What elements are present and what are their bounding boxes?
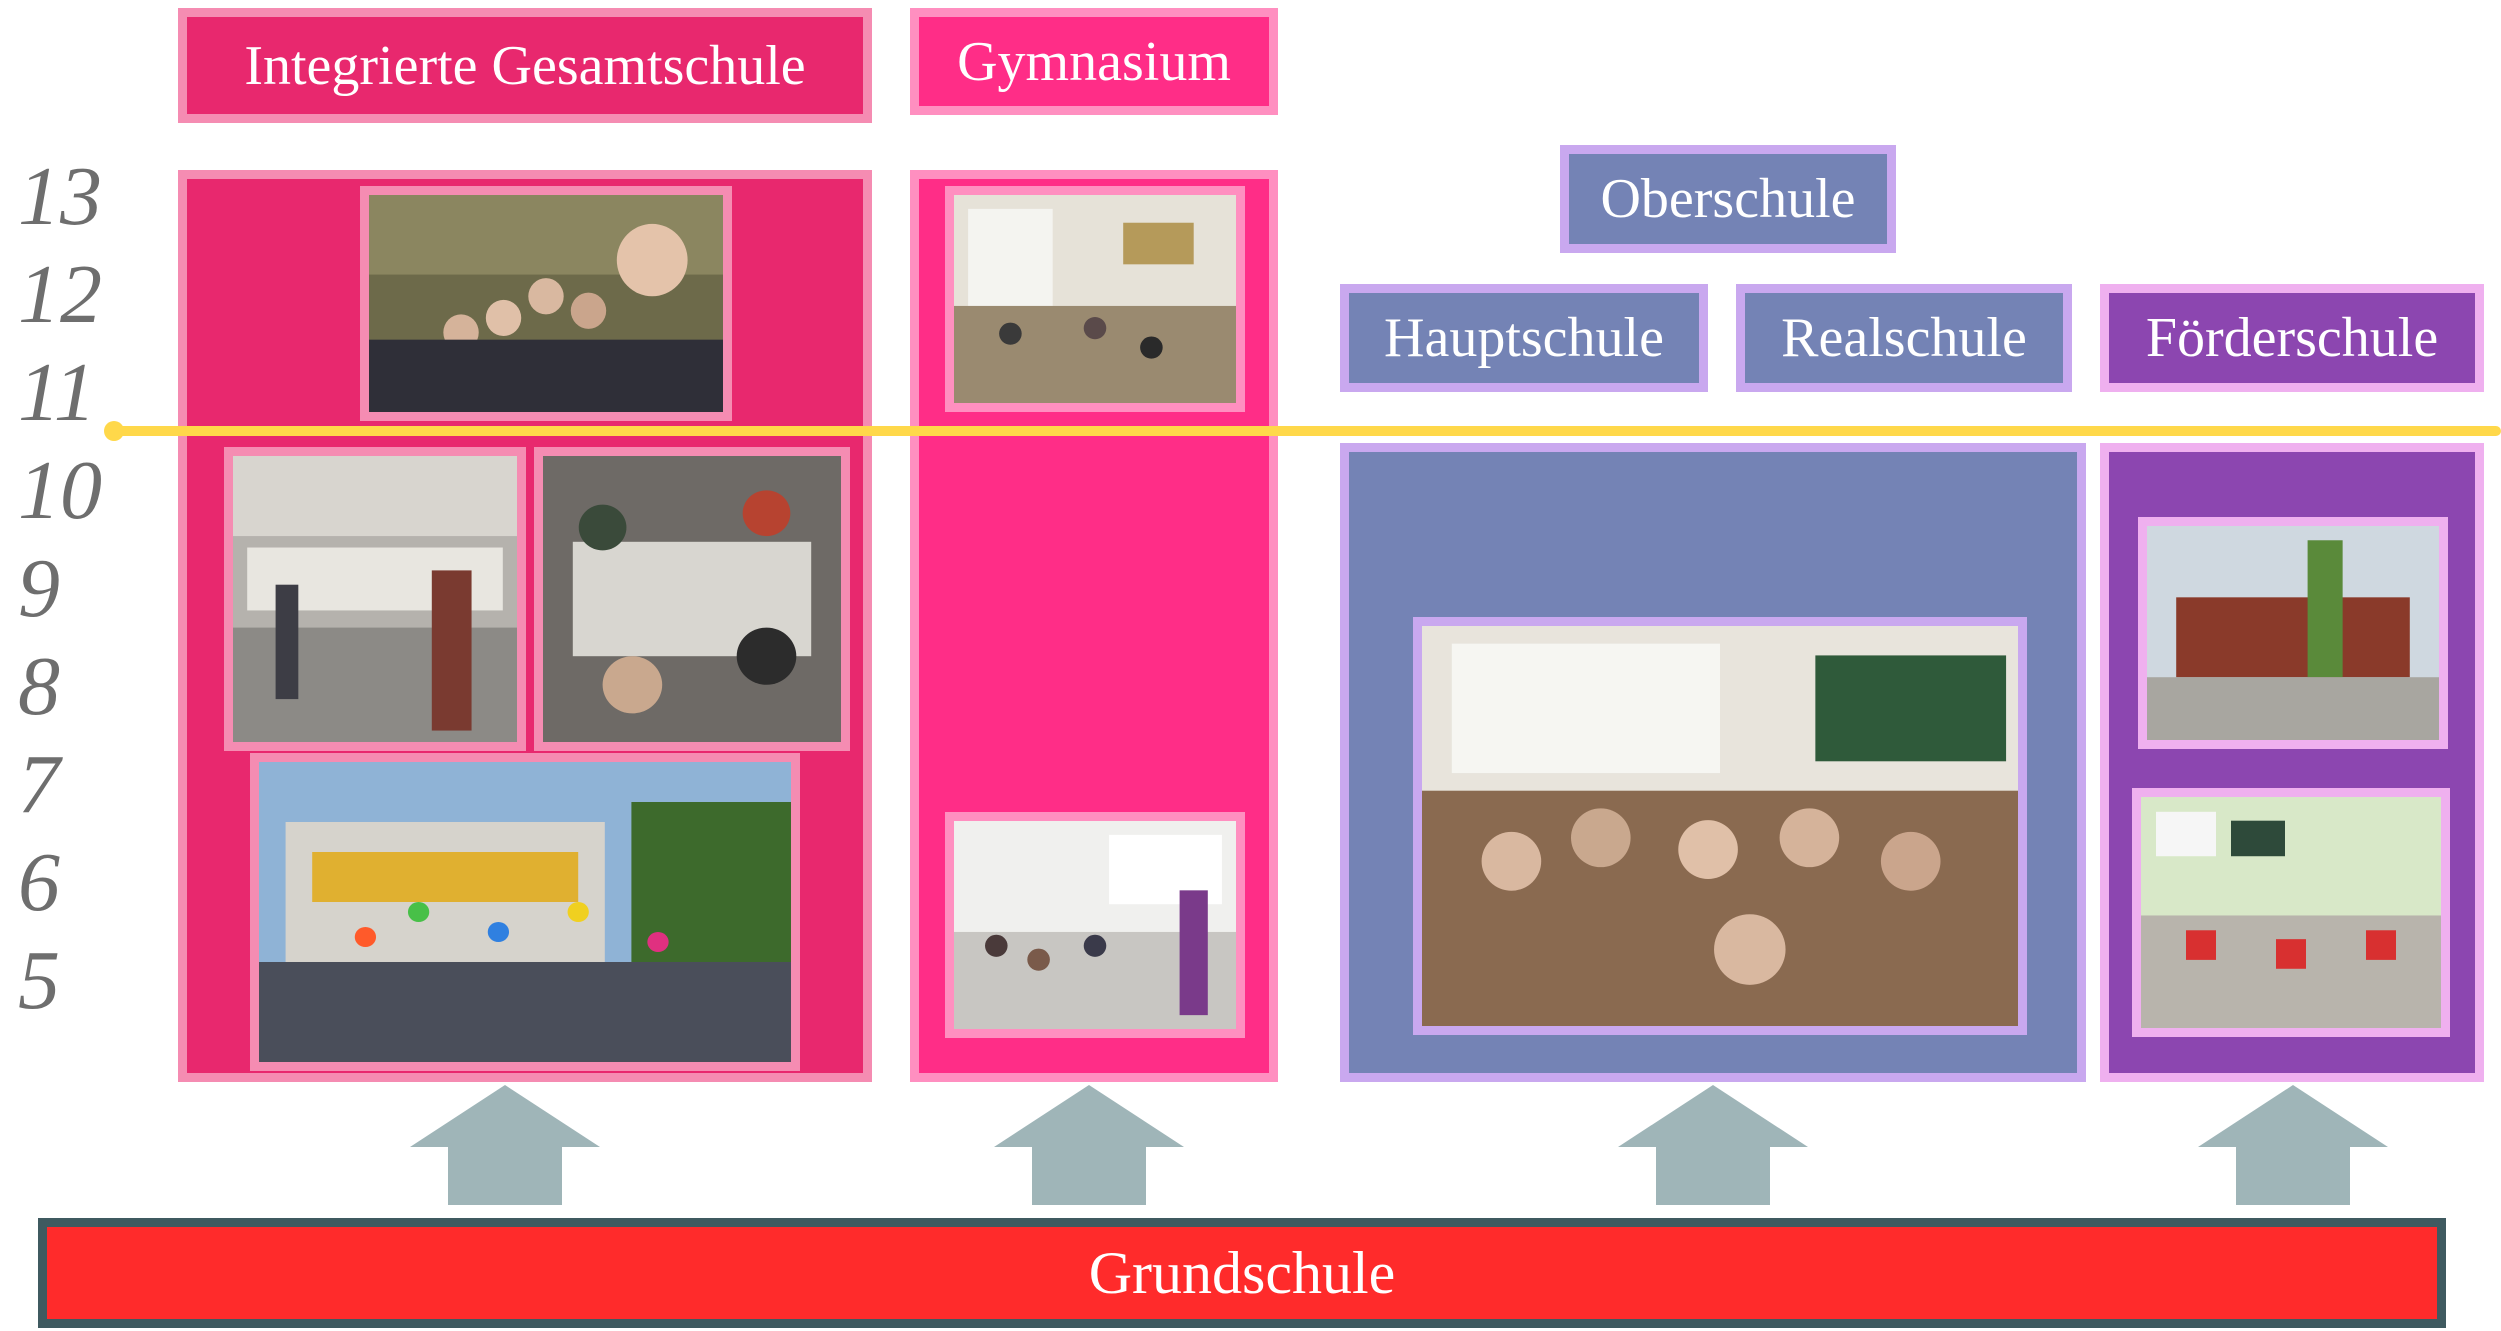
igs-title-text: Integrierte Gesamtschule <box>244 34 806 97</box>
gymnasium-title: Gymnasium <box>910 8 1278 115</box>
foerderschule-photo-building <box>2138 517 2448 749</box>
foerderschule-title: Förderschule <box>2100 284 2484 392</box>
oberschule-title-text: Oberschule <box>1600 168 1856 230</box>
gymnasium-title-text: Gymnasium <box>957 30 1231 93</box>
grade-7: 7 <box>18 738 60 831</box>
gymnasium-photo-classroom-top <box>945 186 1245 412</box>
realschule-title: Realschule <box>1736 284 2072 392</box>
igs-photo-group-selfie <box>360 186 732 421</box>
grade-13: 13 <box>18 150 102 243</box>
arrow-up-icon <box>994 1085 1184 1205</box>
foerderschule-title-text: Förderschule <box>2145 307 2439 369</box>
upper-secondary-divider-line <box>110 426 2501 436</box>
grade-8: 8 <box>18 640 60 733</box>
oberschule-photo-classroom <box>1413 617 2027 1035</box>
grade-5: 5 <box>18 934 60 1027</box>
grade-6: 6 <box>18 836 60 929</box>
arrow-up-icon <box>2198 1085 2388 1205</box>
grade-11: 11 <box>18 346 96 439</box>
igs-photo-hall <box>224 447 526 751</box>
foerderschule-photo-classroom <box>2132 788 2450 1037</box>
grade-10: 10 <box>18 444 102 537</box>
hauptschule-title-text: Hauptschule <box>1384 307 1664 369</box>
igs-photo-balloons <box>250 753 800 1071</box>
gymnasium-photo-classroom-bottom <box>945 812 1245 1038</box>
hauptschule-title: Hauptschule <box>1340 284 1708 392</box>
grundschule-bar: Grundschule <box>38 1218 2446 1328</box>
arrow-up-icon <box>1618 1085 1808 1205</box>
arrow-up-icon <box>410 1085 600 1205</box>
oberschule-title: Oberschule <box>1560 145 1896 253</box>
grade-9: 9 <box>18 542 60 635</box>
divider-line-end-dot <box>104 421 124 441</box>
realschule-title-text: Realschule <box>1781 307 2027 369</box>
igs-photo-students-desk <box>534 447 850 751</box>
igs-title: Integrierte Gesamtschule <box>178 8 872 123</box>
grade-12: 12 <box>18 248 102 341</box>
grundschule-title-text: Grundschule <box>1088 1239 1396 1306</box>
